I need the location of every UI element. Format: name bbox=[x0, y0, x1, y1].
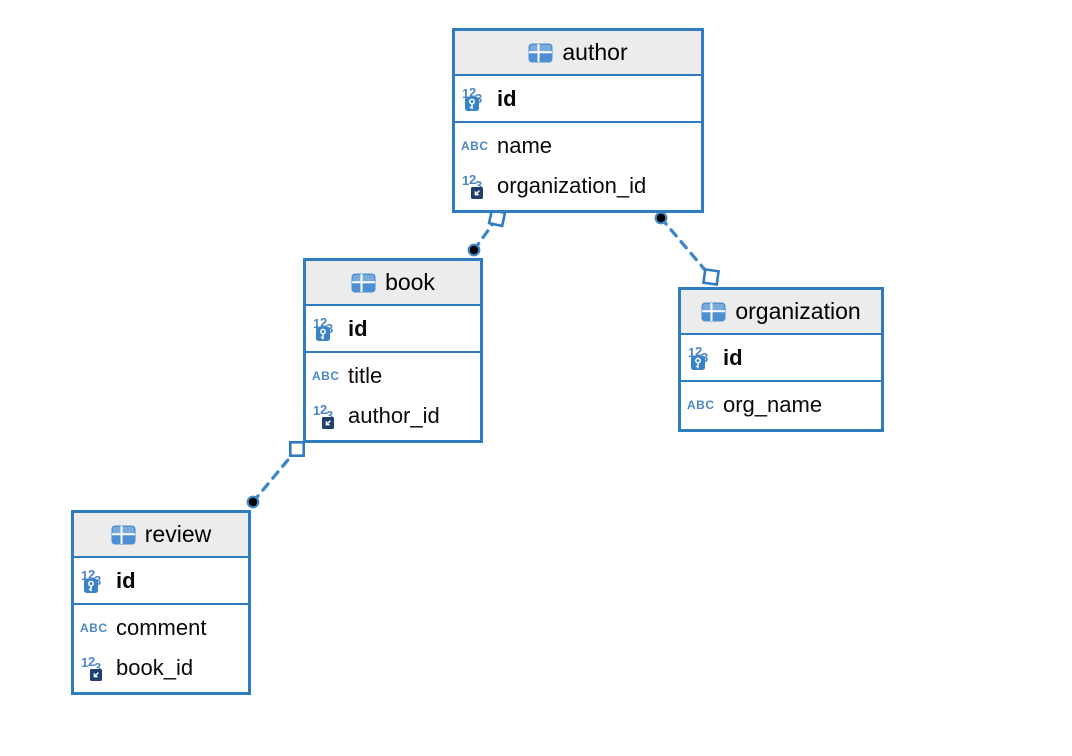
numeric-type-icon: 123 bbox=[461, 83, 489, 115]
entity-header[interactable]: author bbox=[455, 31, 701, 74]
primary-key-section: 123 id bbox=[681, 333, 881, 380]
table-review[interactable]: review 123 id ABC comment 123 book_id bbox=[71, 510, 251, 695]
numeric-type-digit: 2 bbox=[469, 84, 477, 100]
numeric-type-digit: 3 bbox=[94, 660, 102, 675]
entity-header[interactable]: book bbox=[306, 261, 480, 304]
numeric-type-digit: 1 bbox=[81, 567, 89, 583]
connector-dot-marker-author bbox=[654, 211, 668, 225]
field-name: author_id bbox=[348, 403, 440, 428]
numeric-type-digit: 1 bbox=[313, 403, 321, 418]
relationship-line-author-organization[interactable] bbox=[659, 216, 713, 279]
numeric-type-digit: 2 bbox=[88, 566, 96, 582]
entity-title: author bbox=[562, 39, 628, 65]
numeric-type-digit: 2 bbox=[320, 402, 328, 417]
field-row-title[interactable]: ABC title bbox=[306, 356, 480, 396]
text-type-icon: ABC bbox=[461, 130, 489, 162]
field-name: name bbox=[497, 133, 553, 158]
text-type-icon: ABC bbox=[687, 389, 715, 421]
numeric-type-digit: 1 bbox=[313, 315, 321, 331]
table-icon bbox=[528, 43, 553, 63]
table-icon bbox=[111, 525, 136, 545]
text-type-label: ABC bbox=[687, 398, 715, 412]
field-name: id bbox=[116, 567, 136, 593]
table-icon bbox=[351, 273, 376, 293]
numeric-type-icon: 123 bbox=[312, 313, 340, 345]
numeric-type-digit: 2 bbox=[469, 172, 477, 187]
primary-key-section: 123 id bbox=[306, 304, 480, 351]
table-book[interactable]: book 123 id ABC title 123 author_id bbox=[303, 258, 483, 443]
numeric-type-digit: 3 bbox=[475, 178, 483, 193]
primary-key-section: 123 id bbox=[455, 74, 701, 121]
text-type-label: ABC bbox=[312, 369, 340, 383]
entity-title: review bbox=[144, 521, 212, 547]
field-row-id[interactable]: 123 id bbox=[74, 560, 248, 602]
fields-section: ABC org_name bbox=[681, 380, 881, 429]
numeric-type-digit: 2 bbox=[320, 314, 328, 330]
foreign-key-icon bbox=[322, 417, 334, 429]
text-type-icon: ABC bbox=[312, 360, 340, 392]
primary-key-icon bbox=[691, 355, 705, 370]
field-name: org_name bbox=[723, 392, 823, 417]
relationship-line-review-book[interactable] bbox=[251, 447, 299, 504]
field-name: book_id bbox=[116, 655, 194, 680]
connector-square-marker-book bbox=[289, 441, 305, 457]
text-type-label: ABC bbox=[80, 621, 108, 635]
numeric-type-digit: 1 bbox=[462, 173, 470, 188]
table-organization[interactable]: organization 123 id ABC org_name bbox=[678, 287, 884, 432]
field-name: comment bbox=[116, 615, 207, 640]
connector-square-marker-organization bbox=[701, 267, 721, 287]
numeric-type-digit: 3 bbox=[326, 408, 334, 423]
field-name: title bbox=[348, 363, 383, 388]
field-name: id bbox=[497, 85, 517, 111]
entity-header[interactable]: organization bbox=[681, 290, 881, 333]
foreign-key-icon bbox=[471, 187, 483, 199]
field-row-id[interactable]: 123 id bbox=[306, 308, 480, 350]
connector-dot-marker-review bbox=[246, 495, 260, 509]
numeric-type-icon: 123 bbox=[687, 342, 715, 374]
text-type-icon: ABC bbox=[80, 612, 108, 644]
connector-dot-marker-book bbox=[467, 243, 481, 257]
table-icon bbox=[701, 302, 726, 322]
text-type-label: ABC bbox=[461, 139, 489, 153]
primary-key-icon bbox=[84, 578, 98, 593]
numeric-type-digit: 1 bbox=[688, 344, 696, 360]
table-icon-glyph bbox=[111, 525, 136, 544]
primary-key-section: 123 id bbox=[74, 556, 248, 603]
primary-key-icon bbox=[316, 326, 330, 341]
entity-title: book bbox=[385, 269, 435, 295]
field-name: id bbox=[723, 344, 743, 370]
numeric-type-digit: 1 bbox=[81, 655, 89, 670]
field-row-id[interactable]: 123 id bbox=[455, 78, 701, 120]
entity-header[interactable]: review bbox=[74, 513, 248, 556]
numeric-type-digit: 2 bbox=[695, 343, 703, 359]
table-author[interactable]: author 123 id ABC name 123 organization_… bbox=[452, 28, 704, 213]
primary-key-icon bbox=[465, 96, 479, 111]
table-icon-glyph bbox=[528, 43, 553, 62]
field-row-id[interactable]: 123 id bbox=[681, 337, 881, 379]
foreign-key-icon bbox=[90, 669, 102, 681]
field-row-comment[interactable]: ABC comment bbox=[74, 608, 248, 648]
field-row-org_name[interactable]: ABC org_name bbox=[681, 385, 881, 425]
field-row-name[interactable]: ABC name bbox=[455, 126, 701, 166]
table-icon-glyph bbox=[701, 302, 726, 321]
table-icon-glyph bbox=[351, 273, 376, 292]
numeric-type-digit: 1 bbox=[462, 85, 470, 101]
numeric-type-icon: 123 bbox=[80, 565, 108, 597]
field-name: organization_id bbox=[497, 173, 647, 198]
entity-title: organization bbox=[735, 298, 861, 324]
numeric-type-digit: 2 bbox=[88, 654, 96, 669]
field-name: id bbox=[348, 315, 368, 341]
